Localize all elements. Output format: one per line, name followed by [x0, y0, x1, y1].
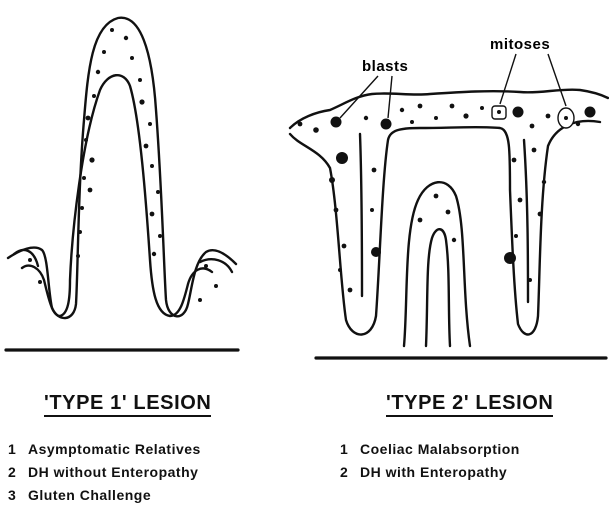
mitoses-leader-line [500, 54, 516, 104]
type1-villus-drawing [8, 18, 236, 318]
type1-heading: 'TYPE 1' LESION [44, 392, 211, 417]
mitoses-label: mitoses [490, 36, 550, 53]
blasts-label: blasts [362, 58, 408, 75]
blasts-leader-line [340, 76, 378, 118]
type2-heading: 'TYPE 2' LESION [386, 392, 553, 417]
type2-lymphocytes [298, 104, 596, 293]
mitoses-leader-line-2 [548, 54, 566, 106]
type1-lymphocytes [28, 28, 218, 302]
type2-mucosa-drawing [290, 90, 608, 346]
blasts-leader-line-2 [388, 76, 392, 118]
